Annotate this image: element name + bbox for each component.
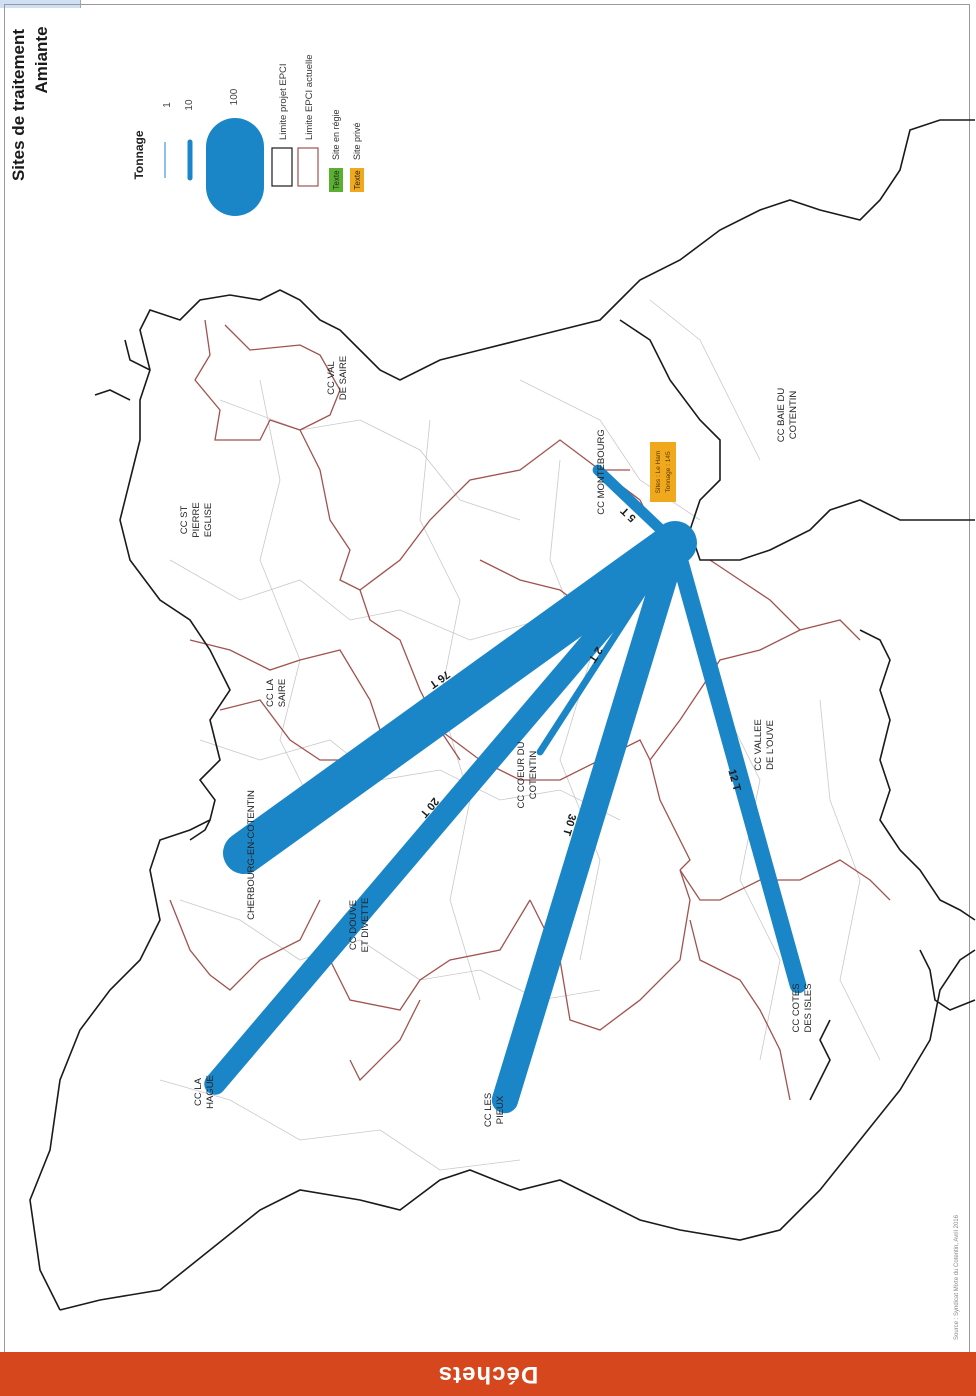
source-note: Source : Syndicat Mixte du Cotentin, Avr… <box>954 1214 960 1340</box>
site-label-box <box>650 442 676 502</box>
label-st-pierre: CC ST PIERRE EGLISE <box>179 502 214 537</box>
legend-regie-swatch <box>329 168 343 192</box>
label-baie: CC BAIE DU COTENTIN <box>776 388 799 443</box>
legend-prive-box-text: Texte <box>353 170 362 190</box>
label-st-pierre-3: EGLISE <box>203 503 214 537</box>
flow-cotes-line <box>666 534 807 994</box>
source-note-text: Source : Syndicat Mixte du Cotentin, Avr… <box>954 1214 960 1340</box>
flow-cotes-label: 12 T <box>725 768 743 793</box>
legend: Tonnage 1 10 100 Limite projet EPCI Limi… <box>132 54 364 216</box>
label-baie-1: CC BAIE DU <box>776 388 787 443</box>
site-label-line1: Sites : Le Ham <box>655 451 662 494</box>
label-st-pierre-2: PIERRE <box>191 502 202 537</box>
site-label-line2: Tonnage : 145 <box>665 451 672 493</box>
label-la-saire-2: SAIRE <box>277 679 288 708</box>
flow-coeur-line <box>536 539 679 756</box>
legend-tonnage-text: Tonnage <box>132 130 146 179</box>
label-val-saire-1: CC VAL <box>326 361 337 395</box>
flow-pieux-line <box>491 529 689 1114</box>
label-pieux-1: CC LES <box>483 1093 494 1127</box>
label-hague-1: CC LA <box>193 1077 204 1106</box>
legend-limit-current: Limite EPCI actuelle <box>304 54 315 140</box>
label-la-saire: CC LA SAIRE <box>265 678 288 707</box>
label-coeur-2: COTENTIN <box>528 751 539 800</box>
label-cotes: CC COTES DES ISLES <box>791 983 814 1032</box>
flows-layer <box>204 464 807 1114</box>
label-la-saire-1: CC LA <box>265 678 276 707</box>
site-label: Sites : Le Ham Tonnage : 145 <box>650 442 676 502</box>
label-douve-2: ET DIVETTE <box>360 898 371 953</box>
label-hague: CC LA HAGUE <box>193 1075 216 1109</box>
subtitle-text: Amiante <box>32 26 51 93</box>
legend-prive-swatch <box>350 168 364 192</box>
map-title: Sites de traitement <box>9 29 28 181</box>
label-baie-2: COTENTIN <box>788 391 799 440</box>
label-douve: CC DOUVE ET DIVETTE <box>348 898 371 953</box>
epci-labels: CC ST PIERRE EGLISE CC VAL DE SAIRE CC L… <box>179 356 814 1127</box>
legend-tonnage-label: Tonnage <box>132 130 146 179</box>
label-montebourg: CC MONTEBOURG <box>596 429 607 515</box>
label-douve-1: CC DOUVE <box>348 900 359 950</box>
label-val-saire-2: DE SAIRE <box>338 356 349 400</box>
map-subtitle: Amiante <box>32 26 51 93</box>
title-text: Sites de traitement <box>9 29 28 181</box>
label-montebourg-text: CC MONTEBOURG <box>596 429 607 515</box>
label-cherbourg: CHERBOURG-EN-COTENTIN <box>246 790 257 920</box>
legend-limit-current-swatch <box>297 147 319 187</box>
flow-douve-line <box>204 532 686 1095</box>
legend-value-100: 100 <box>229 88 240 105</box>
legend-limit-project-swatch <box>271 147 293 187</box>
legend-scale-100 <box>206 118 264 216</box>
label-coeur-1: CC COEUR DU <box>516 741 527 808</box>
label-coeur: CC COEUR DU COTENTIN <box>516 741 539 808</box>
label-vallee: CC VALLEE DE L'OUVE <box>753 719 776 771</box>
label-vallee-2: DE L'OUVE <box>765 720 776 770</box>
label-cotes-1: CC COTES <box>791 983 802 1032</box>
label-pieux: CC LES PIEUX <box>483 1093 506 1127</box>
legend-regie: Site en régie <box>331 109 341 160</box>
coastline <box>29 119 976 1311</box>
legend-value-1: 1 <box>162 102 173 108</box>
legend-value-10: 10 <box>184 99 195 111</box>
legend-regie-box-text: Texte <box>332 170 341 190</box>
legend-prive: Site privé <box>352 122 362 160</box>
label-cherbourg-text: CHERBOURG-EN-COTENTIN <box>246 790 257 920</box>
label-cotes-2: DES ISLES <box>803 983 814 1032</box>
legend-limit-project: Limite projet EPCI <box>278 63 289 140</box>
site-node-le-ham[interactable] <box>653 521 697 565</box>
label-st-pierre-1: CC ST <box>179 506 190 535</box>
label-pieux-2: PIEUX <box>495 1095 506 1124</box>
label-vallee-1: CC VALLEE <box>753 719 764 771</box>
flow-cherbourg-line <box>223 522 696 874</box>
label-hague-2: HAGUE <box>205 1075 216 1109</box>
footer-band: Déchets <box>0 1352 976 1396</box>
footer-label: Déchets <box>437 1361 539 1388</box>
label-val-saire: CC VAL DE SAIRE <box>326 356 349 400</box>
